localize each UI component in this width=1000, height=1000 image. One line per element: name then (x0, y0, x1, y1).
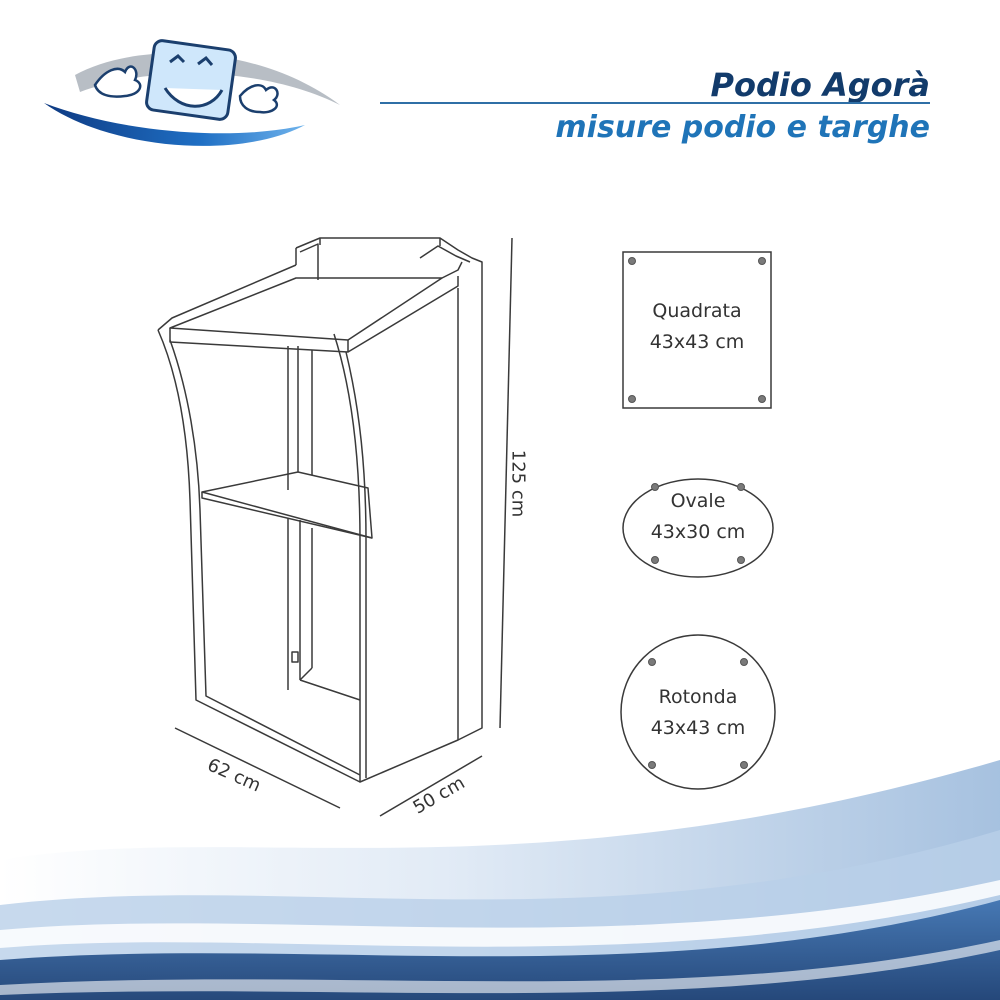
title-divider (380, 102, 930, 104)
podium-drawing (157, 237, 483, 783)
plate-square-size: 43x43 cm (649, 331, 745, 353)
screw-icon (648, 761, 656, 769)
logo-swoosh-blue (44, 103, 305, 146)
screw-icon (648, 658, 656, 666)
plate-oval: Ovale 43x30 cm (618, 486, 778, 548)
screw-icon (651, 483, 659, 491)
logo-mascot-icon (44, 39, 340, 146)
plate-oval-shape (622, 478, 774, 578)
screw-icon (740, 761, 748, 769)
plate-oval-name: Ovale (670, 490, 726, 512)
logo-hand-left (93, 65, 142, 98)
podium-lock-icon (291, 651, 299, 663)
screw-icon (737, 483, 745, 491)
depth-dimension-line (379, 755, 483, 817)
logo-smile (163, 87, 224, 108)
plate-shapes (620, 251, 776, 790)
logo-hand-right (238, 83, 279, 114)
screw-icon (758, 257, 766, 265)
plate-square: Quadrata 43x43 cm (617, 296, 777, 358)
podium-shelf (201, 471, 373, 539)
logo-eye-right (197, 55, 214, 66)
page-title: Podio Agorà (710, 66, 930, 104)
podium-back-panel (295, 237, 483, 741)
plate-oval-size: 43x30 cm (650, 521, 746, 543)
background-waves (0, 760, 1000, 1000)
dimension-lines (174, 237, 513, 817)
plate-round-name: Rotonda (658, 686, 738, 708)
podium-side-left (157, 329, 361, 783)
screw-icon (628, 257, 636, 265)
plate-round: Rotonda 43x43 cm (618, 682, 778, 744)
podium-inner-column (287, 346, 313, 690)
plate-square-name: Quadrata (652, 300, 742, 322)
screw-icon (628, 395, 636, 403)
width-dimension-line (174, 727, 341, 809)
logo-face (145, 39, 237, 121)
plate-round-shape (620, 634, 776, 790)
logo-eye-left (169, 54, 186, 64)
screw-icon (758, 395, 766, 403)
podium-desk-top (169, 277, 443, 341)
podium-side-right (333, 288, 459, 783)
wave-white-streak-2 (0, 940, 1000, 995)
screw-icon (737, 556, 745, 564)
logo-swoosh-grey (75, 53, 340, 105)
height-dimension-line (499, 237, 513, 729)
plate-round-size: 43x43 cm (650, 717, 746, 739)
screw-icon (740, 658, 748, 666)
plate-square-shape (622, 251, 772, 409)
screw-icon (651, 556, 659, 564)
page-subtitle: misure podio e targhe (555, 110, 930, 145)
wave-white-streak (0, 880, 1000, 948)
height-dimension-label: 125 cm (507, 449, 529, 518)
